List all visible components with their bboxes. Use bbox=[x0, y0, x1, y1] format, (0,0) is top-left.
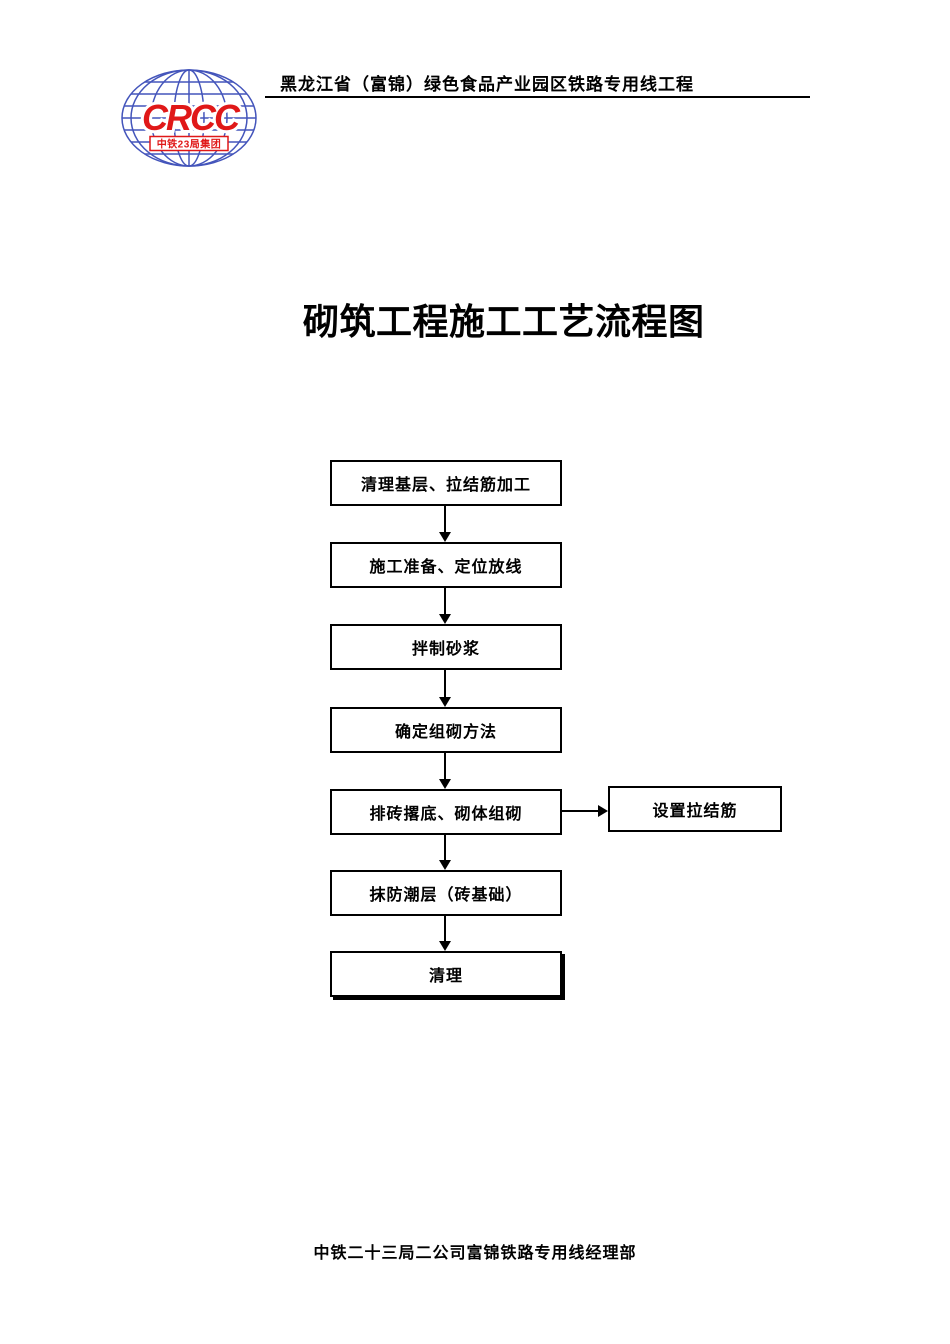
footer-organization: 中铁二十三局二公司富锦铁路专用线经理部 bbox=[313, 1245, 637, 1262]
arrow-down-icon bbox=[439, 916, 451, 951]
globe-icon: CRCC 中铁23局集团 bbox=[121, 69, 257, 167]
header-rule bbox=[265, 96, 810, 98]
flow-step-2: 施工准备、定位放线 bbox=[330, 542, 562, 588]
flow-step-3: 拌制砂浆 bbox=[330, 624, 562, 670]
arrow-right-icon bbox=[562, 805, 608, 817]
arrow-down-icon bbox=[439, 670, 451, 707]
flow-step-1: 清理基层、拉结筋加工 bbox=[330, 460, 562, 506]
document-title: 砌筑工程施工工艺流程图 bbox=[303, 301, 705, 342]
flow-step-5: 排砖撂底、砌体组砌 bbox=[330, 789, 562, 835]
arrow-down-icon bbox=[439, 835, 451, 870]
flow-branch-box: 设置拉结筋 bbox=[608, 786, 782, 832]
header-project-title: 黑龙江省（富锦）绿色食品产业园区铁路专用线工程 bbox=[280, 75, 694, 94]
flow-step-6: 抹防潮层（砖基础） bbox=[330, 870, 562, 916]
flow-step-7: 清理 bbox=[330, 951, 562, 997]
crcc-logo-text: CRCC bbox=[142, 97, 241, 138]
crcc-logo-subtext: 中铁23局集团 bbox=[157, 138, 222, 151]
arrow-down-icon bbox=[439, 588, 451, 624]
flow-step-4: 确定组砌方法 bbox=[330, 707, 562, 753]
crcc-logo-band bbox=[149, 135, 229, 152]
arrow-down-icon bbox=[439, 506, 451, 542]
arrow-down-icon bbox=[439, 753, 451, 789]
crcc-logo-icon: CRCC 中铁23局集团 bbox=[120, 68, 258, 168]
